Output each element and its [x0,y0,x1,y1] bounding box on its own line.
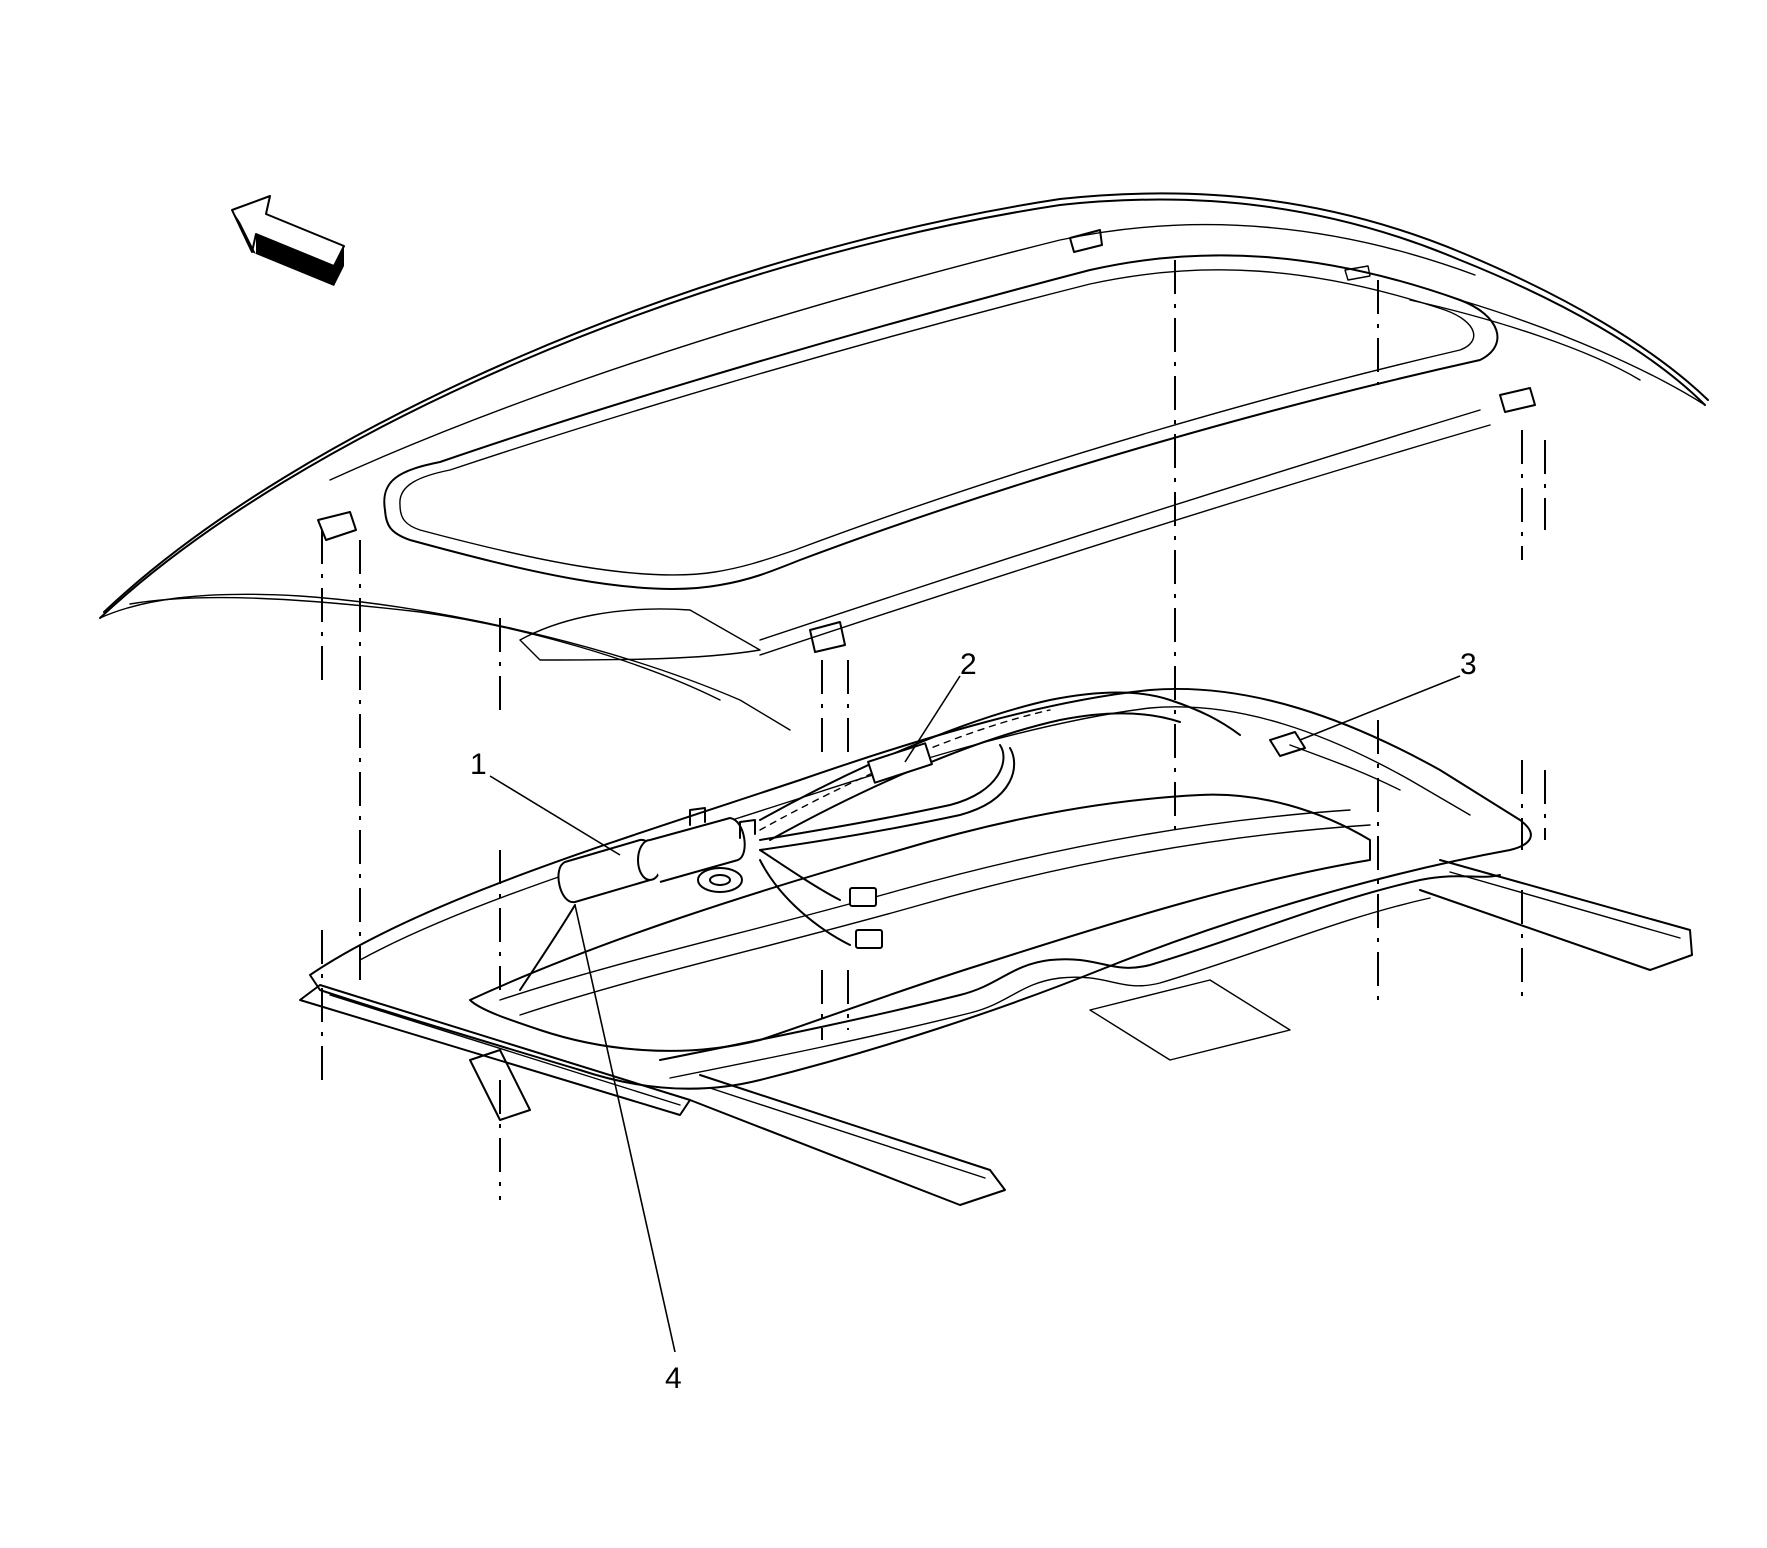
callout-2: 2 [960,648,977,681]
alignment-lines [321,260,1546,1200]
direction-arrow-icon [231,195,345,286]
sunroof-frame [299,687,1693,1206]
roof-panel [99,192,1709,731]
cable-guide-clip [1269,731,1401,791]
callout-1: 1 [470,748,487,781]
leader-lines [489,675,1461,1353]
callout-4: 4 [665,1362,682,1395]
drain-tube [519,904,576,991]
callout-3: 3 [1460,648,1477,681]
sunroof-motor [557,807,756,904]
drive-cable-housing [759,691,1241,841]
wiring-harness [759,744,1016,949]
